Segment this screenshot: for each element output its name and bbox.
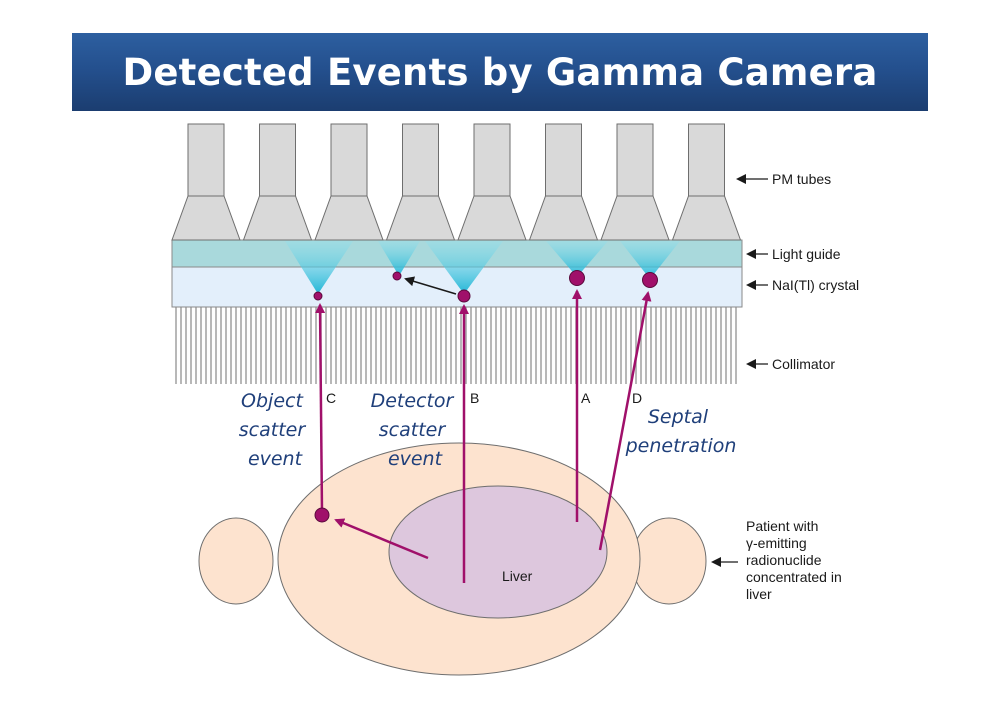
liver-shape bbox=[388, 485, 608, 619]
dot-c bbox=[313, 291, 323, 301]
light-cone-scatter bbox=[378, 241, 420, 276]
pm-tube bbox=[600, 123, 670, 241]
patient-line-3: radionuclide bbox=[746, 552, 822, 568]
pm-tube bbox=[528, 123, 599, 241]
collimator-label: Collimator bbox=[772, 356, 835, 372]
component-labels: PM tubes Light guide NaI(Tl) crystal Col… bbox=[711, 171, 859, 602]
patient-label: Patient with γ-emitting radionuclide con… bbox=[746, 518, 846, 602]
light-guide-label: Light guide bbox=[772, 246, 841, 262]
title-banner: Detected Events by Gamma Camera bbox=[72, 33, 928, 111]
pm-tube bbox=[171, 123, 241, 241]
patient-line-1: Patient with bbox=[746, 518, 818, 534]
light-cones bbox=[285, 241, 680, 294]
path-c bbox=[315, 303, 326, 513]
dot-scatter bbox=[392, 271, 402, 281]
liver-label: Liver bbox=[502, 568, 533, 584]
dot-b bbox=[457, 289, 471, 303]
path-detector-scatter bbox=[404, 276, 457, 295]
patient-arm-right bbox=[631, 517, 707, 605]
light-cone-c bbox=[285, 241, 353, 294]
pm-tube bbox=[671, 123, 742, 241]
path-object-scatter bbox=[334, 518, 429, 560]
letter-a: A bbox=[581, 390, 591, 406]
annotation-object-scatter: Object scatter event bbox=[239, 390, 311, 470]
light-cone-b bbox=[425, 241, 503, 294]
patient-body bbox=[198, 442, 707, 676]
pm-tubes-label: PM tubes bbox=[772, 171, 831, 187]
patient-arm-left bbox=[198, 517, 274, 605]
letter-d: D bbox=[632, 390, 642, 406]
patient-line-5: liver bbox=[746, 586, 772, 602]
light-cone-d bbox=[620, 241, 680, 279]
crystal-label: NaI(Tl) crystal bbox=[772, 277, 859, 293]
patient-line-2: γ-emitting bbox=[746, 535, 807, 551]
collimator bbox=[175, 307, 737, 384]
annotation-septal: Septal penetration bbox=[625, 406, 737, 457]
dot-a bbox=[569, 270, 585, 286]
pm-tube bbox=[385, 123, 456, 241]
light-cone-a bbox=[546, 241, 608, 277]
dot-object-origin bbox=[314, 507, 330, 523]
annotation-detector-scatter: Detector scatter event bbox=[371, 390, 460, 470]
pm-tube bbox=[242, 123, 313, 241]
event-dots bbox=[313, 270, 658, 523]
letter-c: C bbox=[326, 390, 336, 406]
letter-b: B bbox=[470, 390, 479, 406]
pm-tube bbox=[314, 123, 384, 241]
event-paths bbox=[315, 276, 652, 583]
pm-tube bbox=[457, 123, 527, 241]
pm-tubes bbox=[171, 123, 742, 241]
page-title: Detected Events by Gamma Camera bbox=[122, 50, 878, 94]
dot-d bbox=[642, 272, 658, 288]
path-d bbox=[598, 291, 652, 551]
patient-line-4: concentrated in bbox=[746, 569, 842, 585]
